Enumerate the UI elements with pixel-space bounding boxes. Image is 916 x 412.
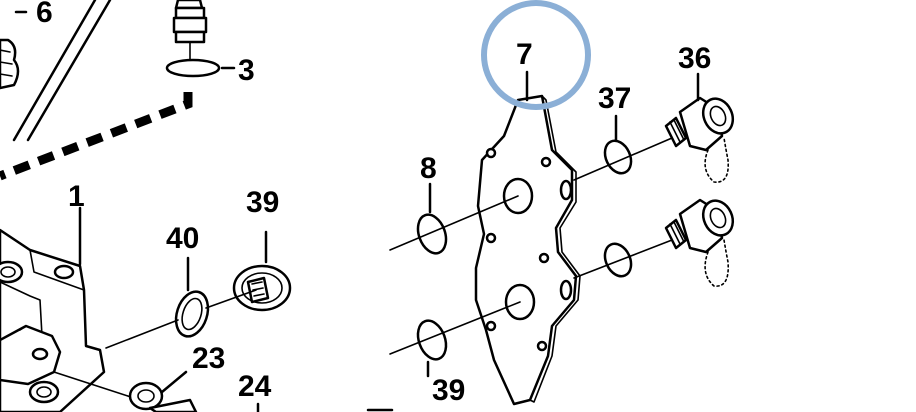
callout-39-left: 39: [246, 186, 279, 219]
o-ring-part-39-bottom: [416, 319, 448, 361]
quick-coupling-part-36-lower: [664, 198, 735, 287]
bushing-part-23: [128, 381, 198, 412]
callout-3: 3: [238, 54, 255, 87]
axis-line-coupling-upper: [573, 137, 673, 181]
callout-7: 7: [516, 38, 533, 71]
callout-1: 1: [68, 180, 85, 213]
o-ring-part-37-lower: [603, 242, 633, 278]
callout-39-bottom: 39: [432, 374, 465, 407]
axis-line-plate-upper: [389, 195, 519, 251]
quick-coupling-part-36-upper: [664, 96, 735, 183]
axis-line-left-lower: [53, 371, 141, 401]
assembly-dashed-line: [0, 92, 193, 181]
callout-40: 40: [166, 222, 199, 255]
o-ring-part-3: [165, 58, 221, 78]
axis-line-left-upper: [105, 289, 257, 349]
fitting-part-6: [0, 10, 28, 90]
o-ring-part-8: [416, 213, 448, 255]
plug-part-39-left: [232, 264, 292, 312]
cover-plate-part-7: [474, 94, 581, 406]
o-ring-part-40: [174, 290, 210, 338]
axis-line-plate-lower: [389, 301, 521, 355]
callout-36: 36: [678, 42, 711, 75]
cartridge-part: [172, 0, 208, 61]
o-ring-part-37-upper: [603, 139, 633, 175]
callout-6: 6: [36, 0, 53, 29]
valve-body-part-1: [0, 228, 106, 412]
callout-23: 23: [192, 342, 225, 375]
callout-24: 24: [238, 370, 272, 403]
highlight-circle: [481, 0, 591, 110]
callout-37: 37: [598, 82, 631, 115]
leader-23: [160, 370, 188, 394]
axis-line-coupling-lower: [573, 239, 673, 279]
callout-8: 8: [420, 152, 437, 185]
diagonal-rod: [12, 0, 112, 142]
